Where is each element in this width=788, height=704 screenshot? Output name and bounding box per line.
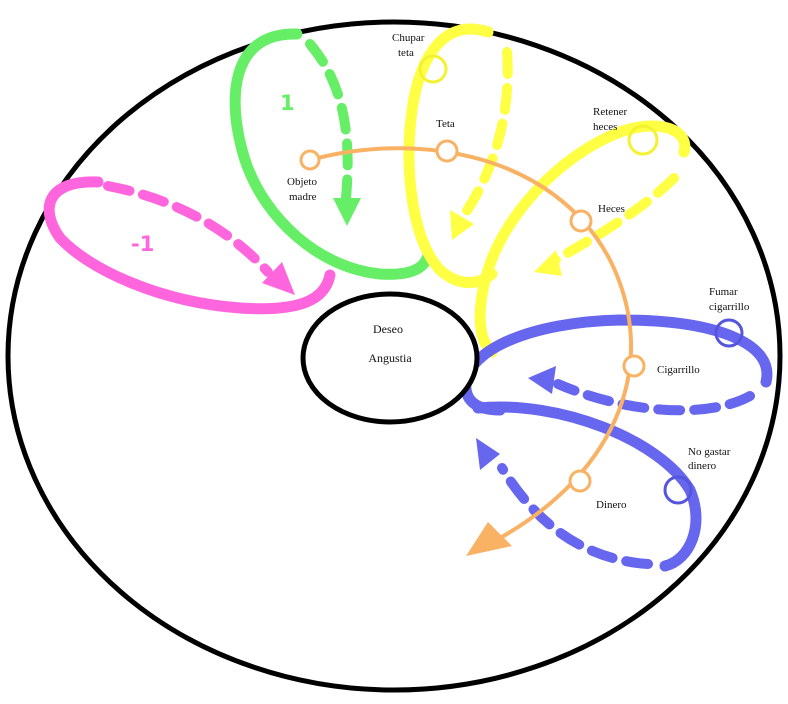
marker-dinero xyxy=(568,469,592,493)
loop-teta-dashed xyxy=(457,47,513,223)
label-heces: Heces xyxy=(598,203,625,215)
center-label-angustia: Angustia xyxy=(368,351,412,365)
label-no-gastar-dinero-2: dinero xyxy=(688,460,717,472)
center-ring xyxy=(300,291,480,425)
loop-minus-one-dashed xyxy=(103,181,273,277)
loop-minus-one xyxy=(43,176,336,315)
marker-chupar-teta xyxy=(418,54,448,84)
loop-heces-dashed xyxy=(547,173,679,267)
marker-cigarrillo xyxy=(622,354,646,378)
marker-teta xyxy=(435,139,459,163)
loop-cigarrillo-dashed xyxy=(553,379,755,416)
loop-dinero-arrowhead xyxy=(476,438,500,470)
label-retener-heces-2: heces xyxy=(593,121,617,133)
label-objeto-madre-1: Objeto xyxy=(287,176,317,188)
loop-teta xyxy=(403,23,513,288)
loop-heces-arrowhead xyxy=(534,250,562,276)
label-fumar-cigarrillo-2: cigarrillo xyxy=(709,301,750,313)
marker-fumar-cigarrillo xyxy=(714,318,744,348)
loop-minus-one-solid xyxy=(43,176,336,315)
label-no-gastar-dinero-1: No gastar xyxy=(688,446,731,458)
orange-arrowhead xyxy=(466,522,512,556)
loop-cigarrillo xyxy=(460,314,773,416)
label-chupar-teta-1: Chupar xyxy=(392,32,425,44)
label-cigarrillo: Cigarrillo xyxy=(657,364,700,376)
loop-dinero-dashed xyxy=(497,463,653,569)
label-objeto-madre-2: madre xyxy=(289,191,317,203)
loop-cigarrillo-arrowhead xyxy=(528,366,556,394)
loop-one xyxy=(229,28,434,280)
marker-objeto-madre xyxy=(299,149,321,171)
orange-trajectory xyxy=(299,139,646,556)
marker-heces xyxy=(569,209,593,233)
label-fumar-cigarrillo-1: Fumar xyxy=(709,286,738,298)
loop-minus-one-arrowhead xyxy=(262,262,295,295)
loop-one-solid xyxy=(229,28,434,280)
loop-teta-arrowhead xyxy=(450,210,474,240)
loop-heces xyxy=(474,120,691,358)
orange-arc xyxy=(308,146,633,540)
loop-heces-solid xyxy=(474,120,691,358)
label-dinero: Dinero xyxy=(596,499,627,511)
label-teta: Teta xyxy=(436,118,455,130)
label-chupar-teta-2: teta xyxy=(398,47,414,59)
marker-no-gastar-dinero xyxy=(663,475,693,505)
loop-one-arrowhead xyxy=(333,198,361,226)
loop-number-one: 1 xyxy=(280,91,295,115)
label-retener-heces-1: Retener xyxy=(593,106,628,118)
marker-retener-heces xyxy=(627,124,659,156)
loop-number-minus-one: -1 xyxy=(131,232,154,256)
center-label-deseo: Deseo xyxy=(373,322,403,336)
loop-one-dashed xyxy=(305,39,353,203)
outer-ring xyxy=(5,19,783,693)
loop-teta-solid xyxy=(403,23,498,288)
loop-cigarrillo-solid xyxy=(460,314,773,416)
